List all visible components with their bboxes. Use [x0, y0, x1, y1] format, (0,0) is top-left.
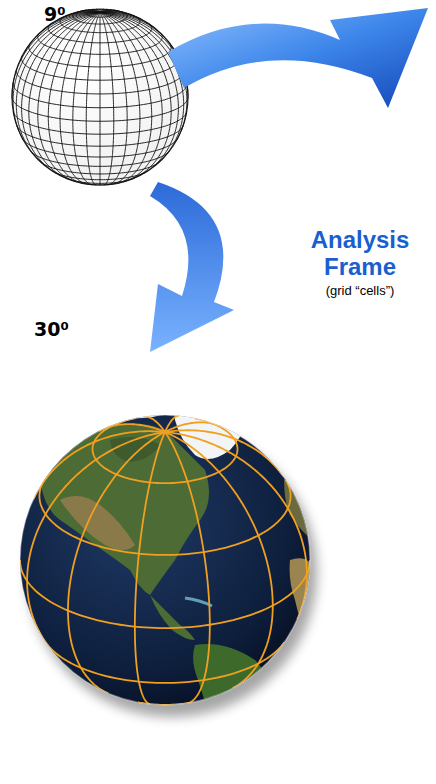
curved-arrow — [168, 8, 428, 108]
globe-grid — [20, 416, 310, 705]
continents — [40, 399, 312, 750]
angle-label: 30⁰ — [34, 318, 69, 340]
globe-grid — [12, 9, 188, 185]
frame-title: Analysis Frame — [300, 226, 420, 280]
wireframe-globe — [12, 9, 188, 185]
angle-label: 9⁰ — [44, 3, 66, 25]
curved-arrow — [150, 182, 234, 352]
earth-globe — [20, 415, 310, 705]
frame-note: (grid “cells”) — [290, 283, 430, 298]
